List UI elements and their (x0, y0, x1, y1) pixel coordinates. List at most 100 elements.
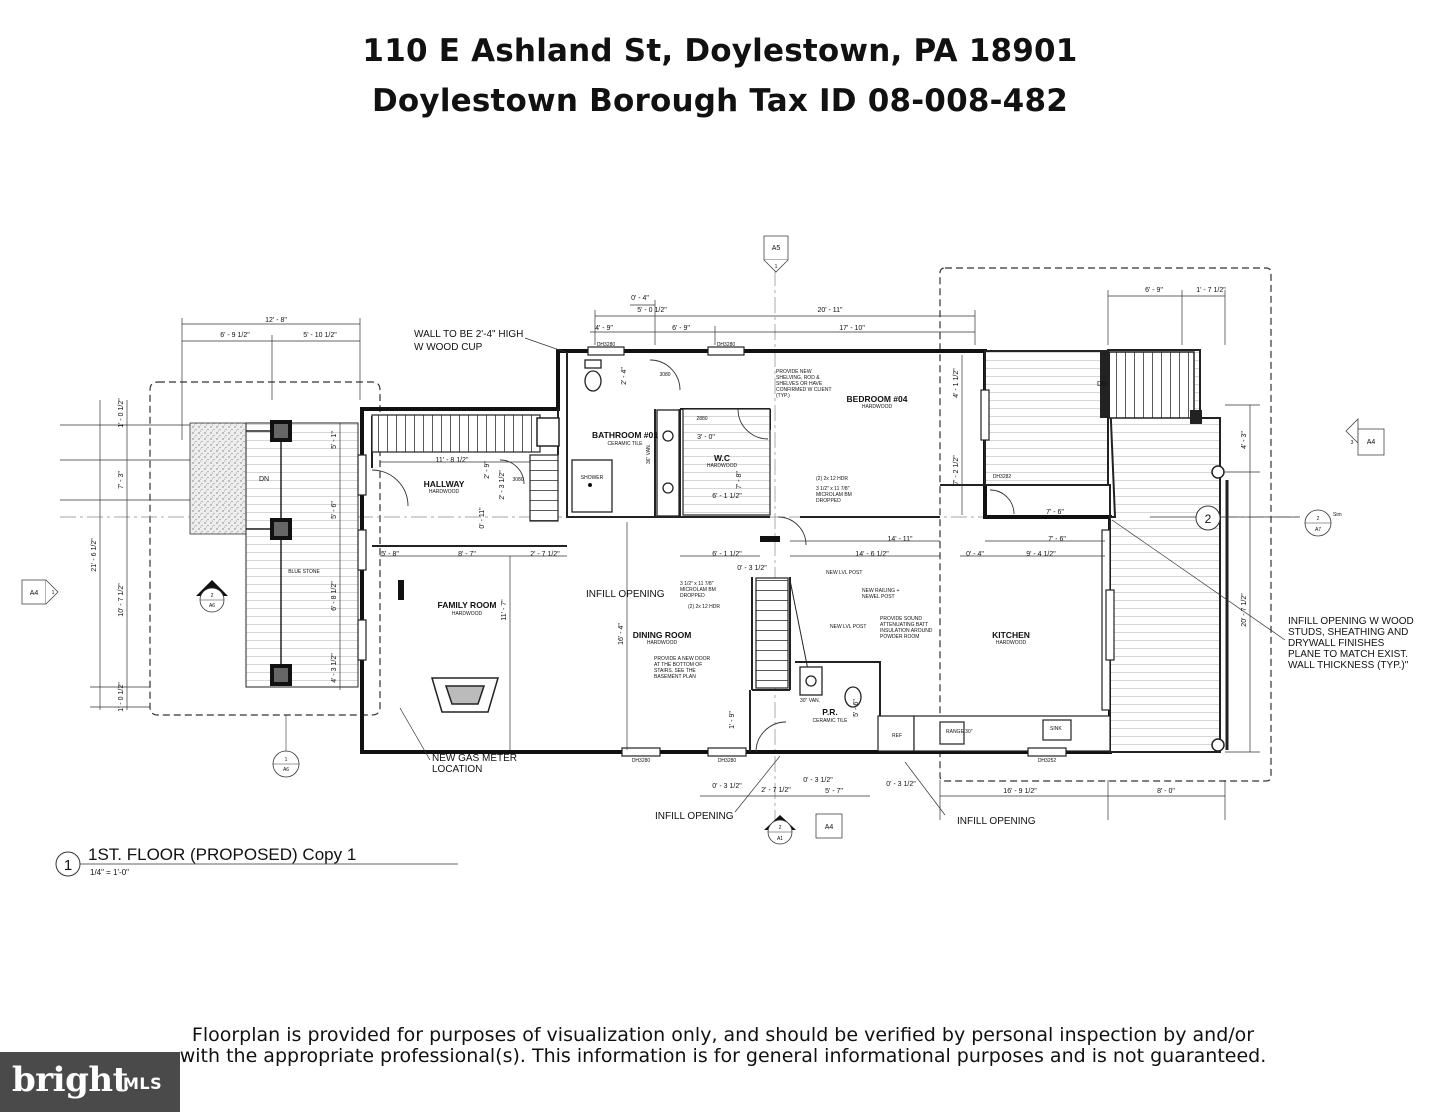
note-line: STAIRS. SEE THE (654, 668, 696, 674)
win-tag: DH3280 (718, 758, 737, 764)
room-kitchen: KITCHEN (992, 630, 1030, 640)
dim: 0' - 4" (631, 295, 649, 302)
porch-rail (246, 430, 282, 664)
note-lvl-post-2: NEW LVL POST (830, 624, 866, 630)
finish-family: HARDWOOD (452, 611, 483, 617)
note-line: ATTENUATING BATT (880, 622, 928, 628)
room-family: FAMILY ROOM (437, 600, 496, 610)
room-bathroom: BATHROOM #01 (592, 430, 658, 440)
dim: 7' - 6" (1046, 509, 1064, 516)
dim: 4' - 3 1/2" (331, 653, 338, 683)
tag-a6-section: 2 A6 (196, 580, 228, 613)
dim: 4' - 3" (1241, 431, 1248, 449)
room-wic: W.C (714, 453, 730, 463)
finish-dining: HARDWOOD (647, 640, 678, 646)
dim: 4' - 1 1/2" (953, 368, 960, 398)
dim: 1' - 9" (729, 711, 736, 729)
front-steps (189, 422, 247, 535)
drawing-scale: 1/4" = 1'-0" (90, 868, 129, 877)
tag-a4-bottom: A4 (815, 813, 843, 839)
note-hdr-bedroom: (2) 2x 12 HDR (816, 476, 848, 482)
label-range: RANGE 30" (946, 729, 973, 735)
label-sink: SINK (1050, 726, 1062, 732)
dim: 2' - 9" (484, 461, 491, 479)
dim: 6' - 1 1/2" (712, 551, 742, 558)
tag-a4-num: 1 (52, 590, 55, 596)
dim: 21' - 6 1/2" (91, 538, 98, 572)
dn-deck: DN (1097, 381, 1107, 388)
tag-a7-label: A7 (1315, 527, 1321, 533)
finish-hallway: HARDWOOD (429, 489, 460, 495)
win-tag: DH3252 (1038, 758, 1057, 764)
dim: 5' - 0 1/2" (637, 307, 667, 314)
dim: 5' - 10 1/2" (303, 332, 337, 339)
dim: 6' - 9" (1145, 287, 1163, 294)
note-line: PROVIDE A NEW DOOR (654, 656, 711, 662)
beam (760, 536, 780, 542)
tag-a6b-num: 1 (285, 757, 288, 763)
deck (984, 349, 1229, 753)
tag-a4r-label: A4 (1367, 439, 1376, 446)
grid-bubble-text: 2 (1205, 512, 1212, 526)
win-tag: DH3280 (632, 758, 651, 764)
dim: 0' - 3 1/2" (803, 777, 833, 784)
label-van36: 36" VAN. (646, 444, 652, 464)
dim: 0' - 3 1/2" (712, 783, 742, 790)
column (398, 580, 404, 600)
finish-wic: HARDWOOD (707, 463, 738, 469)
finish-pr: CERAMIC TILE (813, 718, 849, 724)
dim: 10' - 7 1/2" (118, 583, 125, 617)
tag-a7: 2 A7 Sim (1304, 509, 1342, 537)
dim: 1' - 0 1/2" (118, 682, 125, 712)
dim: 1' - 7 1/2" (1196, 287, 1226, 294)
kitchen-counters (877, 529, 1111, 752)
note-microlam-dining: 3 1/2" x 11 7/8" MICROLAM BM DROPPED (680, 581, 716, 599)
note-line: BASEMENT PLAN (654, 674, 696, 680)
note-hdr-dining: (2) 2x 12 HDR (688, 604, 720, 610)
win-tag: DH3282 (993, 474, 1012, 480)
drawing-title: 1 1ST. FLOOR (PROPOSED) Copy 1 1/4" = 1'… (55, 845, 458, 877)
dim: 2' - 3 1/2" (499, 470, 506, 500)
note-wall-2: W WOOD CUP (414, 342, 483, 353)
tag-a1-label: A1 (777, 836, 783, 842)
drawing-number: 1 (64, 857, 72, 874)
tag-a1: 2 A1 (764, 815, 796, 845)
logo-mls: MLS (123, 1074, 163, 1093)
tag-a1-num: 2 (779, 825, 782, 831)
tag-a6-num: 2 (211, 593, 214, 599)
dim: 5' - 7" (825, 788, 843, 795)
note-infill-wood: INFILL OPENING W WOOD STUDS, SHEATHING A… (1288, 616, 1414, 671)
note-gas-2: LOCATION (432, 764, 482, 775)
fireplace (430, 677, 500, 713)
tag-a7-num: 2 (1317, 516, 1320, 522)
tag-a5-label: A5 (772, 245, 781, 252)
door-tag: 2880 (696, 416, 707, 422)
dim: 0' - 3 1/2" (737, 565, 767, 572)
note-line: MICROLAM BM (680, 587, 716, 593)
win-tag: DH3280 (717, 342, 736, 348)
door-swings (371, 359, 1015, 753)
window-tags: DH3280 DH3280 DH3280 DH3280 DH3252 DH328… (512, 342, 1056, 764)
dim: 7' - 2 1/2" (953, 455, 960, 485)
dim: 7' - 3" (118, 471, 125, 489)
label-van30: 30" VAN. (800, 698, 820, 704)
tag-a4r-num: 3 (1351, 440, 1354, 446)
tax-id-title: Doylestown Borough Tax ID 08-008-482 (372, 83, 1068, 119)
note-line: AT THE BOTTOM OF (654, 662, 702, 668)
label-ref: REF (892, 733, 902, 739)
note-line: 3 1/2" x 11 7/8" (680, 581, 714, 587)
closet-stair (529, 454, 559, 522)
win-tag: DH3280 (597, 342, 616, 348)
tag-a4-label: A4 (30, 590, 39, 597)
dim: 5' - 6" (853, 699, 860, 717)
room-bedroom: BEDROOM #04 (847, 394, 908, 404)
note-gas-1: NEW GAS METER (432, 753, 517, 764)
dimension-lines (60, 290, 1300, 820)
dim: 0' - 3 1/2" (886, 781, 916, 788)
porch-columns (270, 420, 292, 686)
note-infill-wood-line: PLANE TO MATCH EXIST. (1288, 649, 1408, 660)
note-line: POWDER ROOM (880, 634, 919, 640)
dim: 9' - 4 1/2" (1026, 551, 1056, 558)
dim: 1' - 0 1/2" (118, 398, 125, 428)
note-line: 3 1/2" x 11 7/8" (816, 486, 850, 492)
